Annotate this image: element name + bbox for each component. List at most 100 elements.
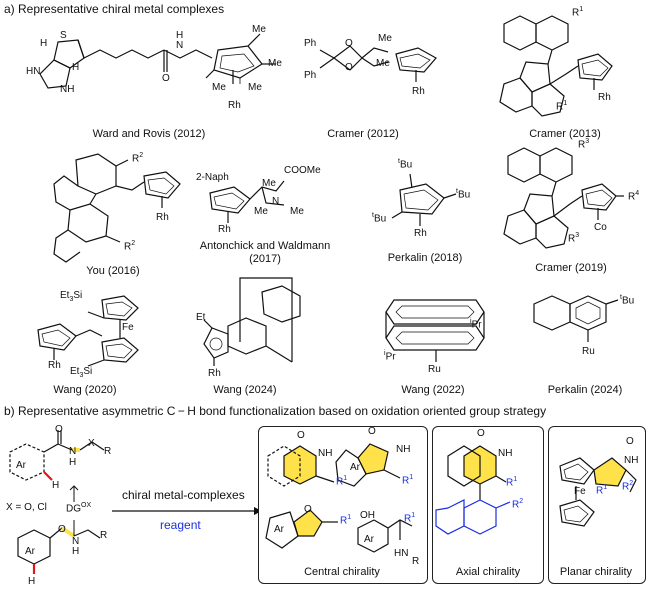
wr-label-rh: Rh <box>228 100 241 111</box>
caption-antonchick: Antonchick and Waldmann (2017) <box>199 240 331 265</box>
cr12-label-ph1: Ph <box>304 38 317 49</box>
wr-label-h2: H <box>72 62 80 73</box>
aw-label-me3: Me <box>290 206 304 217</box>
w22-label-ipr1: iPr <box>470 318 482 331</box>
wr-label-me1: Me <box>252 24 266 35</box>
structure-wang-2024 <box>200 272 320 382</box>
structure-substrate <box>4 426 119 576</box>
structure-axial <box>436 430 541 560</box>
sub-label-n1: N <box>69 446 77 457</box>
sub-label-r2: R <box>100 530 108 541</box>
pk18-label-tbu2: tBu <box>456 188 471 201</box>
ax-label-nh: NH <box>498 448 513 459</box>
pk18-label-tbu1: tBu <box>398 158 413 171</box>
w24-label-rh: Rh <box>208 368 221 379</box>
cc-label-o2: O <box>368 426 376 437</box>
structure-planar <box>552 430 644 540</box>
caption-wang-2020: Wang (2020) <box>53 384 117 396</box>
you-label-rh: Rh <box>156 212 169 223</box>
cr19-label-r3a: R3 <box>578 138 590 151</box>
caption-perkalin-2024: Perkalin (2024) <box>547 384 623 396</box>
sub-label-h3: H <box>72 546 80 557</box>
cr12-label-o2: O <box>345 62 353 73</box>
cc-label-nh1: NH <box>318 448 333 459</box>
cc-label-r1c: R1 <box>340 514 352 527</box>
cc-label-r: R <box>412 556 420 567</box>
sub-label-h2: H <box>52 480 60 491</box>
w20-label-et3si1: Et3Si <box>60 290 83 303</box>
cr13-label-rh: Rh <box>598 92 611 103</box>
structure-cramer-2012 <box>300 30 450 90</box>
structure-cramer-2019 <box>500 140 640 255</box>
ax-label-r2: R2 <box>512 498 524 511</box>
cr12-label-ph2: Ph <box>304 70 317 81</box>
pl-label-fe: Fe <box>574 486 586 497</box>
cc-label-ar1: Ar <box>350 462 360 473</box>
w20-label-fe: Fe <box>122 322 134 333</box>
wr-label-s: S <box>60 30 67 41</box>
ax-label-r1: R1 <box>506 476 518 489</box>
aw-label-2naph: 2-Naph <box>196 172 229 183</box>
wr-label-hn: HN <box>26 66 41 77</box>
cc-label-o3: O <box>304 504 312 515</box>
sub-label-o2: O <box>58 524 66 535</box>
you-label-r2a: R2 <box>132 152 144 165</box>
caption-perkalin-2018: Perkalin (2018) <box>387 252 463 264</box>
cc-label-o1: O <box>297 430 305 441</box>
structure-perkalin-2018 <box>370 170 480 240</box>
pl-label-r2: R2 <box>622 480 634 493</box>
caption-wang-2024: Wang (2024) <box>213 384 277 396</box>
you-label-r2b: R2 <box>124 240 136 253</box>
cc-label-r1d: R1 <box>404 512 416 525</box>
sub-label-x: X <box>88 438 95 449</box>
arrow-bottom-label: reagent <box>160 518 201 532</box>
panel-central-chirality <box>258 426 428 584</box>
w24-label-et: Et <box>196 312 206 323</box>
cc-label-ar3: Ar <box>364 534 374 545</box>
structure-antonchick <box>200 165 320 235</box>
cc-label-nh2: NH <box>396 444 411 455</box>
sub-label-dg: DGOX <box>66 502 92 515</box>
sub-label-o1: O <box>55 424 63 435</box>
pk18-label-tbu3: tBu <box>372 212 387 225</box>
caption-cramer-2019: Cramer (2019) <box>535 262 607 274</box>
structure-central <box>260 430 425 560</box>
cc-label-oh: OH <box>360 510 375 521</box>
pk18-label-rh: Rh <box>414 228 427 239</box>
wr-label-o: O <box>162 73 170 84</box>
cr13-label-r1a: R1 <box>572 6 584 19</box>
sub-label-ar1: Ar <box>16 460 26 471</box>
cr12-label-me2: Me <box>376 58 390 69</box>
pk24-label-tbu: tBu <box>620 294 635 307</box>
ax-label-o: O <box>477 428 485 439</box>
cr12-label-rh: Rh <box>412 86 425 97</box>
pk24-label-ru: Ru <box>582 346 595 357</box>
w22-label-ipr2: iPr <box>384 350 396 363</box>
aw-label-rh: Rh <box>218 224 231 235</box>
structure-ward-rovis <box>18 20 288 100</box>
wr-label-nh: NH <box>60 84 75 95</box>
structure-cramer-2013 <box>486 8 626 123</box>
sub-label-ar2: Ar <box>25 546 35 557</box>
pl-label-nh: NH <box>624 455 639 466</box>
structure-you-2016 <box>28 150 198 270</box>
aw-label-n: N <box>272 196 280 207</box>
caption-cramer-2012: Cramer (2012) <box>327 128 399 140</box>
aw-label-coome: COOMe <box>284 165 321 176</box>
cr19-label-co: Co <box>594 222 607 233</box>
panel-central-title: Central chirality <box>304 566 380 578</box>
arrow-top-label: chiral metal-complexes <box>122 488 245 502</box>
wr-label-n: N <box>176 40 184 51</box>
sub-label-n2: N <box>72 536 80 547</box>
caption-cramer-2013: Cramer (2013) <box>529 128 601 140</box>
cr13-label-r1b: R1 <box>556 100 568 113</box>
wr-label-me4: Me <box>248 82 262 93</box>
structure-perkalin-2024 <box>526 290 636 360</box>
cc-label-ar2: Ar <box>274 524 284 535</box>
aw-label-me2: Me <box>254 206 268 217</box>
structure-wang-2022 <box>380 292 490 372</box>
aw-label-me1: Me <box>262 178 276 189</box>
w22-label-ru: Ru <box>428 364 441 375</box>
panel-planar-title: Planar chirality <box>559 566 633 578</box>
cr19-label-r4: R4 <box>628 190 640 203</box>
